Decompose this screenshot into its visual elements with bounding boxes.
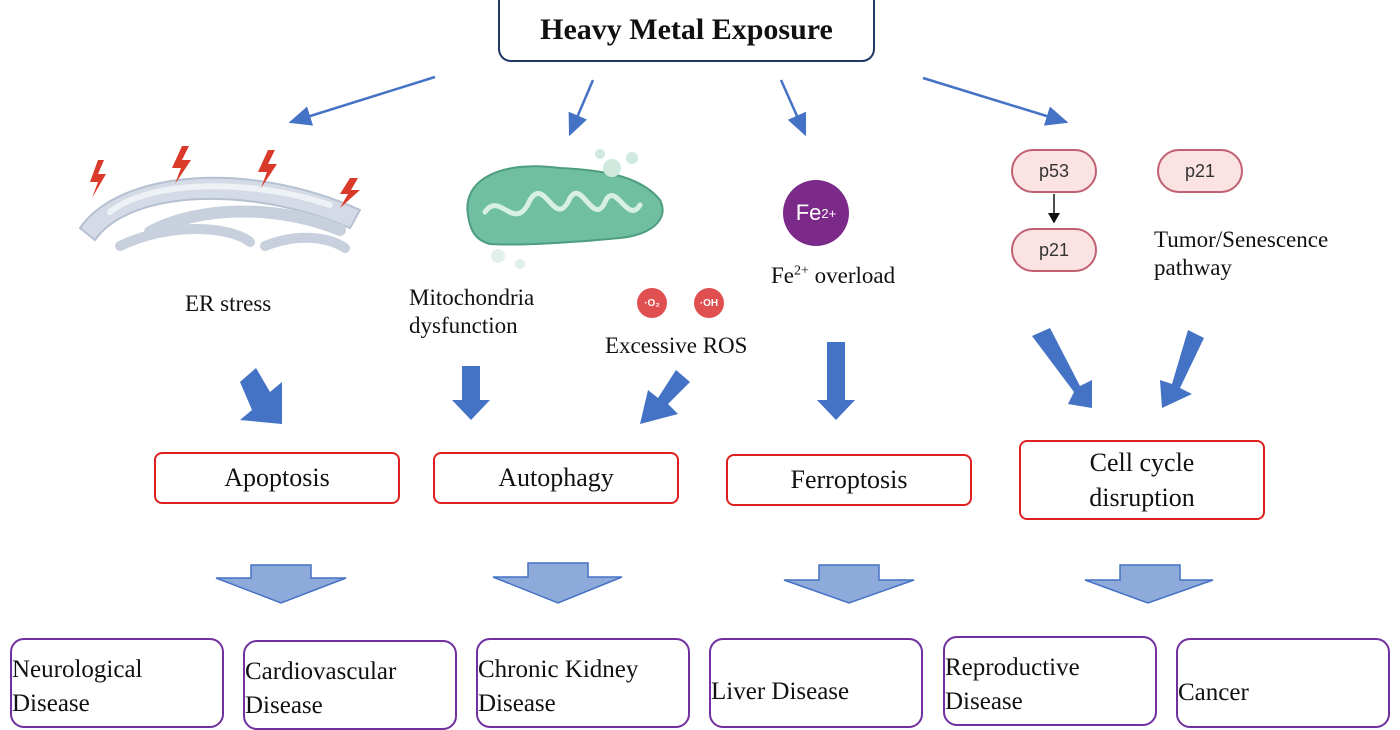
iron-ion-text: Fe (795, 200, 822, 225)
cellcycle-label-line1: Cell cycle (1089, 447, 1195, 477)
disease-box-cancer: Cancer (1176, 638, 1390, 728)
disease-box-kidney: Chronic Kidney Disease (476, 638, 690, 728)
arrow-to-fe (779, 79, 807, 137)
thick-arrows (240, 328, 1204, 424)
wide-arrow-1 (215, 564, 347, 604)
diagram-title: Heavy Metal Exposure (540, 13, 833, 46)
autophagy-label: Autophagy (498, 463, 614, 492)
disease-label-line1: Reproductive (945, 654, 1080, 682)
wide-arrow-3 (783, 564, 915, 604)
thick-arrow-ros-autophagy (640, 370, 690, 424)
mitochondria-icon (466, 149, 664, 269)
ros-label: Excessive ROS (605, 333, 748, 358)
ferroptosis-label: Ferroptosis (790, 465, 908, 494)
mito-label: Mitochondria dysfunction (409, 284, 534, 339)
disease-label-line1: Liver Disease (711, 678, 850, 706)
disease-box-liver: Liver Disease (709, 638, 923, 728)
disease-label-line2: Disease (245, 692, 323, 719)
fe-label-sup: 2+ (794, 263, 809, 279)
title-box: Heavy Metal Exposure (498, 0, 875, 62)
p53-pill: p53 (1011, 149, 1097, 193)
superoxide-icon: ·O₂ (637, 288, 667, 318)
er-icon (78, 146, 362, 253)
ferroptosis-box: Ferroptosis (726, 454, 972, 506)
mito-label-line2: dysfunction (409, 312, 518, 338)
autophagy-box: Autophagy (433, 452, 679, 504)
wide-arrow-4 (1084, 564, 1214, 604)
disease-label-line2: Disease (12, 690, 90, 717)
fe-label-suffix: overload (808, 263, 896, 288)
disease-label-line1: Cardiovascular (245, 658, 397, 686)
diagram-graphics (78, 75, 1214, 604)
tumor-label-line1: Tumor/Senescence (1154, 227, 1329, 252)
lightning-icon-3 (258, 150, 277, 188)
fe-label-prefix: Fe (771, 263, 794, 288)
cellcycle-label-line2: disruption (1089, 483, 1195, 512)
thick-arrow-fe-ferroptosis (817, 342, 855, 420)
lightning-icon-4 (340, 178, 360, 208)
mito-label-line1: Mitochondria (409, 285, 535, 310)
lightning-icon-2 (172, 146, 191, 184)
thick-arrow-er-apoptosis (240, 368, 282, 424)
er-stress-label: ER stress (185, 291, 272, 316)
cellcycle-box: Cell cycle disruption (1019, 440, 1265, 520)
disease-box-neurological: Neurological Disease (10, 638, 224, 728)
p21-pill-right: p21 (1157, 149, 1243, 193)
lightning-icon-1 (90, 160, 106, 198)
arrow-to-p53 (922, 76, 1069, 126)
apoptosis-label: Apoptosis (224, 463, 330, 492)
disease-box-cardiovascular: Cardiovascular Disease (243, 640, 457, 730)
thick-arrow-mito-autophagy (452, 366, 490, 420)
arrow-to-mito (568, 79, 595, 137)
tumor-label-line2: pathway (1154, 254, 1232, 280)
fe-overload-label: Fe2+ overload (771, 262, 895, 290)
disease-label-line1: Neurological (12, 656, 143, 684)
thick-arrow-tumor-cellcycle (1160, 330, 1204, 408)
wide-arrows (215, 562, 1214, 604)
p21-pill-below: p21 (1011, 228, 1097, 272)
arrow-to-er (288, 75, 436, 126)
disease-label-line2: Disease (945, 688, 1023, 715)
thick-arrow-p53-cellcycle (1032, 328, 1092, 408)
disease-label-line1: Cancer (1178, 679, 1249, 707)
disease-label-line1: Chronic Kidney (478, 656, 639, 684)
hydroxyl-icon: ·OH (694, 288, 724, 318)
apoptosis-box: Apoptosis (154, 452, 400, 504)
disease-label-line2: Disease (478, 690, 556, 717)
disease-box-reproductive: Reproductive Disease (943, 636, 1157, 726)
tumor-label: Tumor/Senescence pathway (1154, 226, 1328, 281)
iron-ion-sup: 2+ (821, 205, 837, 221)
wide-arrow-2 (492, 562, 623, 604)
